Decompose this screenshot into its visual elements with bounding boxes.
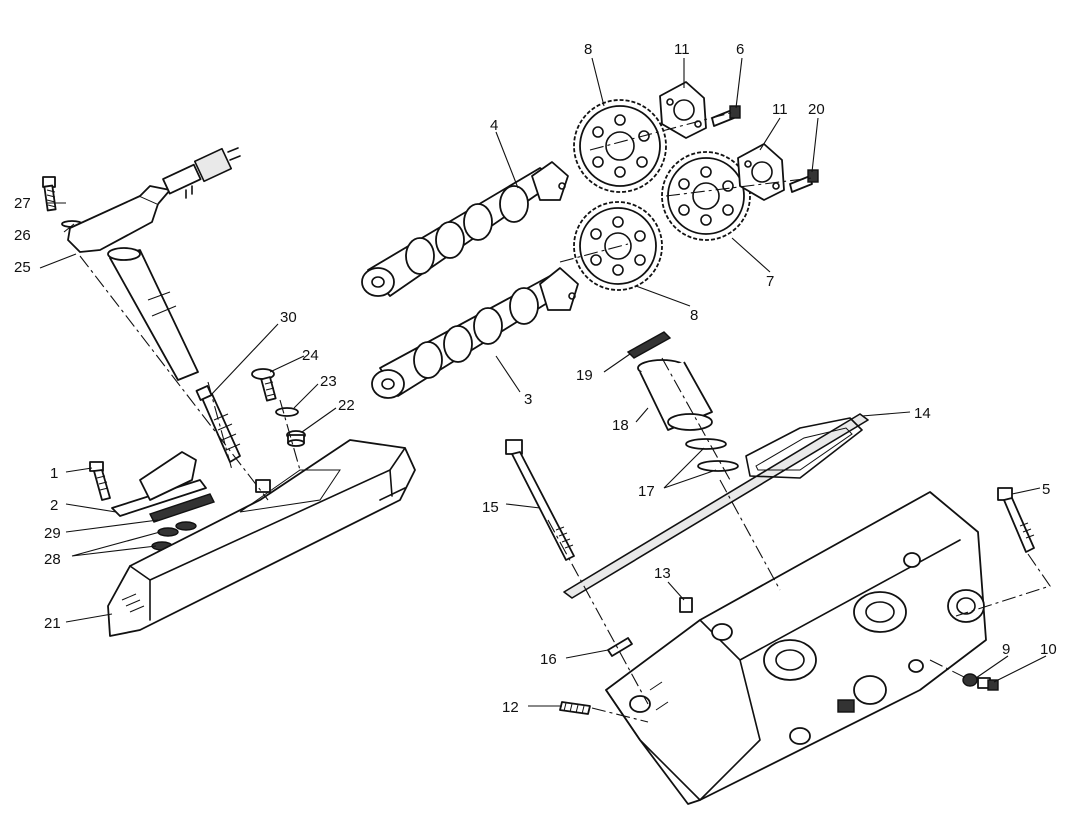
callout-20: 20 xyxy=(808,101,825,118)
bolt-5-part xyxy=(997,487,1035,553)
callout-5: 5 xyxy=(1042,481,1050,498)
retainer-plate-11a-part xyxy=(659,81,707,139)
callout-18: 18 xyxy=(612,417,629,434)
callout-13: 13 xyxy=(654,565,671,582)
assembly-centerlines xyxy=(79,111,1051,723)
camshaft-4-part xyxy=(361,161,569,297)
dowel-13-part xyxy=(679,597,693,613)
sprocket-7-part xyxy=(661,151,751,241)
washer-9-part xyxy=(962,673,978,687)
callout-14: 14 xyxy=(914,405,931,422)
callout-3: 3 xyxy=(524,391,532,408)
callout-10: 10 xyxy=(1040,641,1057,658)
bolt-27-part xyxy=(42,176,57,212)
o-ring-23-part xyxy=(275,407,299,417)
callout-7: 7 xyxy=(766,273,774,290)
screw-20-part xyxy=(789,169,819,193)
callout-24: 24 xyxy=(302,347,319,364)
valve-cover-21-part xyxy=(107,439,416,637)
bolt-1-part xyxy=(89,461,111,501)
screw-6-part xyxy=(711,105,741,127)
seal-16-part xyxy=(607,637,633,657)
callout-12: 12 xyxy=(502,699,519,716)
callout-8-lower: 8 xyxy=(690,307,698,324)
callout-2: 2 xyxy=(50,497,58,514)
camshaft-group xyxy=(361,81,819,399)
callout-9: 9 xyxy=(1002,641,1010,658)
callout-26: 26 xyxy=(14,227,31,244)
callout-6: 6 xyxy=(736,41,744,58)
callout-15: 15 xyxy=(482,499,499,516)
callout-labels: 27 26 25 1 2 29 28 21 30 24 23 22 4 3 8 … xyxy=(14,41,1057,716)
callout-21: 21 xyxy=(44,615,61,632)
ignition-coil-25-part xyxy=(67,147,241,381)
callout-1: 1 xyxy=(50,465,58,482)
head-gasket-14-part xyxy=(563,413,869,599)
sleeve-18-part xyxy=(637,359,713,431)
screw-24-part xyxy=(251,368,277,402)
cylinder-head-part xyxy=(605,491,987,805)
callout-25: 25 xyxy=(14,259,31,276)
grommet-22-part xyxy=(286,430,306,447)
callout-23: 23 xyxy=(320,373,337,390)
bracket-part xyxy=(139,451,197,501)
clip-19-part xyxy=(626,331,672,359)
callout-11-upper: 11 xyxy=(674,41,690,58)
spark-plug-30-part xyxy=(195,385,241,463)
o-ring-17b-part xyxy=(697,460,739,472)
cylinder-head-group xyxy=(505,331,1035,805)
sprocket-8-upper-part xyxy=(573,99,667,193)
o-ring-17a-part xyxy=(685,438,727,450)
leader-lines xyxy=(39,57,1047,707)
callout-17: 17 xyxy=(638,483,655,500)
callout-29: 29 xyxy=(44,525,61,542)
callout-22: 22 xyxy=(338,397,355,414)
callout-8-upper: 8 xyxy=(584,41,592,58)
stud-15-part xyxy=(505,439,575,561)
callout-27: 27 xyxy=(14,195,31,212)
callout-19: 19 xyxy=(576,367,593,384)
ignition-coil-group xyxy=(42,147,416,637)
camshaft-3-part xyxy=(371,267,579,399)
callout-4: 4 xyxy=(490,117,498,134)
callout-28: 28 xyxy=(44,551,61,568)
plug-10-part xyxy=(977,677,999,691)
stud-12-part xyxy=(559,701,591,715)
callout-16: 16 xyxy=(540,651,557,668)
callout-11-lower: 11 xyxy=(772,101,788,118)
callout-30: 30 xyxy=(280,309,297,326)
sprocket-8-lower-part xyxy=(573,201,663,291)
gasket-29-part xyxy=(149,493,215,523)
